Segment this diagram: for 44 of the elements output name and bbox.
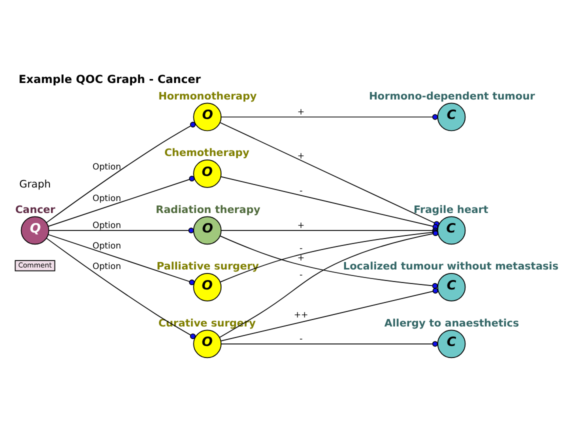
edge-label: - — [299, 244, 303, 254]
connector — [220, 287, 438, 341]
node-label: Chemotherapy — [164, 146, 250, 159]
edge-label: + — [297, 150, 305, 161]
edge-label: + — [297, 106, 305, 117]
edge-label: Option — [92, 241, 122, 252]
edge-label: ++ — [294, 310, 308, 320]
edge-label: Option — [92, 162, 122, 172]
connector — [48, 227, 194, 233]
node-circle: C — [437, 102, 466, 131]
edge-label: Option — [92, 194, 122, 204]
node-label: Hormonotherapy — [158, 90, 257, 102]
diagram-title: Example QOC Graph - Cancer — [18, 72, 201, 86]
edge-label: + — [297, 220, 305, 230]
node-label: Cancer — [15, 203, 56, 216]
node-circle: O — [193, 216, 222, 244]
node-circle: O — [193, 329, 222, 358]
edge-label: Option — [92, 220, 122, 230]
connector — [220, 114, 438, 120]
connector — [220, 340, 438, 346]
node-label: Palliative surgery — [156, 260, 259, 272]
edge-label: - — [299, 334, 303, 344]
label: Graph — [19, 178, 51, 190]
node-circle: O — [193, 102, 222, 131]
node-circle: C — [437, 329, 466, 358]
node-circle: O — [193, 272, 222, 301]
node-circle: O — [193, 159, 222, 188]
edge-label: - — [299, 186, 303, 196]
node-label: Radiation therapy — [156, 203, 260, 216]
connector — [46, 121, 196, 223]
connector — [220, 235, 438, 288]
node-label: Localized tumour without metastasis — [343, 260, 558, 272]
edge-label: Option — [92, 262, 122, 272]
connector — [48, 175, 195, 226]
node-circle: C — [437, 216, 466, 244]
node-label: Hormono-dependent tumour — [368, 90, 535, 102]
node-label: Fragile heart — [414, 203, 488, 216]
node-circle: Q — [20, 216, 50, 244]
connector — [48, 234, 195, 285]
node-label: Allergy to anaesthetics — [384, 316, 520, 329]
connector — [46, 237, 196, 339]
node-circle: C — [437, 272, 466, 301]
edge-label: - — [299, 270, 303, 280]
edge-label: + — [297, 253, 305, 264]
